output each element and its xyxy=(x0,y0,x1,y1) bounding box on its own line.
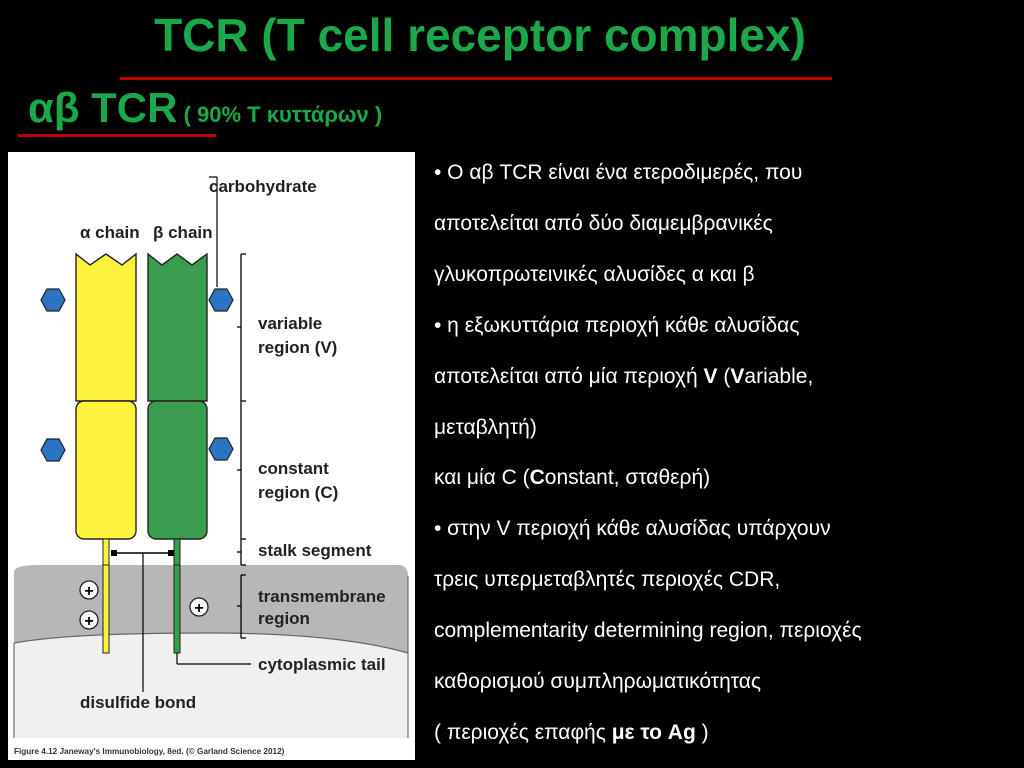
beta-chain-transmembrane xyxy=(173,564,181,654)
cell-membrane xyxy=(14,565,408,653)
text-line: • η εξωκυττάρια περιοχή κάθε αλυσίδας xyxy=(434,313,800,337)
text-line: complementarity determining region, περι… xyxy=(434,619,862,643)
text-line: • Ο αβ TCR είναι ένα ετεροδιμερές, που xyxy=(434,161,803,184)
label-variable-region-1: variable xyxy=(258,314,322,333)
positive-charge-icon: + xyxy=(79,580,99,600)
label-variable-region-2: region (V) xyxy=(258,338,337,357)
cytoplasm-region xyxy=(14,633,408,738)
text-line: αποτελείται από δύο διαμεμβρανικές xyxy=(434,211,773,235)
carbohydrate-icon xyxy=(208,437,234,461)
label-stalk-segment: stalk segment xyxy=(258,541,372,560)
text-line: καθορισμού συμπληρωματικότητας xyxy=(434,670,762,694)
alpha-chain-constant-domain xyxy=(75,400,137,540)
text-line: ( περιοχές επαφής με το Ag ) xyxy=(434,720,709,744)
svg-text:+: + xyxy=(84,583,93,600)
text-line: και μία C (Constant, σταθερή) xyxy=(434,466,711,490)
region-brackets xyxy=(237,253,246,639)
section-heading-note: ( 90% T κυττάρων ) xyxy=(177,102,383,127)
section-heading: αβ TCR ( 90% T κυττάρων ) xyxy=(28,84,382,132)
section-heading-main: αβ TCR xyxy=(28,84,178,131)
bullet-text: • Ο αβ TCR είναι ένα ετεροδιμερές, που α… xyxy=(434,148,1022,759)
svg-text:+: + xyxy=(194,600,203,617)
label-carbohydrate: carbohydrate xyxy=(209,177,317,196)
section-heading-underline xyxy=(18,134,216,137)
alpha-chain-stalk xyxy=(102,538,110,566)
label-transmembrane-1: transmembrane xyxy=(258,587,386,606)
label-alpha-chain: α chain xyxy=(80,223,140,242)
text-line: μεταβλητή) xyxy=(434,415,537,439)
title-underline xyxy=(120,77,832,80)
positive-charge-icon: + xyxy=(189,597,209,617)
tcr-structure-figure: + + + carbohydrate α chain β chain varia… xyxy=(8,152,415,760)
text-line: τρεις υπερμεταβλητές περιοχές CDR, xyxy=(434,568,781,592)
label-constant-region-2: region (C) xyxy=(258,483,338,502)
text-line: • στην V περιοχή κάθε αλυσίδας υπάρχουν xyxy=(434,517,831,541)
label-constant-region-1: constant xyxy=(258,459,329,478)
figure-caption: Figure 4.12 Janeway's Immunobiology, 8ed… xyxy=(14,747,285,756)
alpha-chain-transmembrane xyxy=(102,564,110,654)
beta-chain-stalk xyxy=(173,538,181,566)
label-disulfide-bond: disulfide bond xyxy=(80,693,196,712)
label-beta-chain: β chain xyxy=(153,223,213,242)
tcr-diagram: + + + carbohydrate α chain β chain varia… xyxy=(13,176,409,756)
carbohydrate-icon xyxy=(208,288,234,312)
text-line: γλυκοπρωτεινικές αλυσίδες α και β xyxy=(434,262,755,286)
carbohydrate-icon xyxy=(40,438,66,462)
label-transmembrane-2: region xyxy=(258,609,310,628)
text-line: αποτελείται από μία περιοχή V (Variable, xyxy=(434,364,814,388)
positive-charge-icon: + xyxy=(79,610,99,630)
alpha-chain-variable-domain xyxy=(75,252,137,402)
beta-chain-variable-domain xyxy=(147,252,208,402)
svg-text:+: + xyxy=(84,613,93,630)
beta-chain-constant-domain xyxy=(147,400,208,540)
carbohydrate-icon xyxy=(40,288,66,312)
slide-title: TCR (T cell receptor complex) xyxy=(154,9,806,61)
label-cytoplasmic-tail: cytoplasmic tail xyxy=(258,655,386,674)
